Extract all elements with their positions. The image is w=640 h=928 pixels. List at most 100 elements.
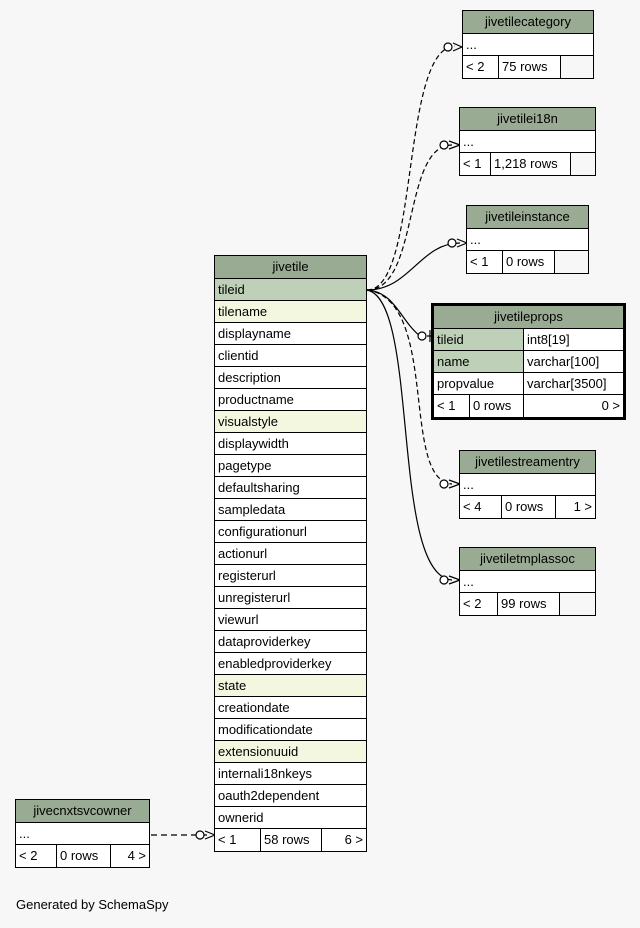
table-footer: < 4 0 rows 1 >	[460, 496, 595, 518]
column-viewurl[interactable]: viewurl	[215, 609, 366, 631]
edge-jivetileprops	[366, 289, 421, 337]
column-creationdate[interactable]: creationdate	[215, 697, 366, 719]
column-ownerid[interactable]: ownerid	[215, 807, 366, 829]
children-count	[561, 56, 593, 78]
children-count[interactable]: 0 >	[601, 398, 620, 413]
row-count: 0 rows	[503, 251, 555, 273]
table-footer: < 1 0 rows	[467, 251, 588, 273]
children-count	[571, 153, 595, 175]
parents-count[interactable]: < 1	[215, 829, 261, 851]
column-visualstyle[interactable]: visualstyle	[215, 411, 366, 433]
row-count: 1,218 rows	[491, 153, 571, 175]
column-configurationurl[interactable]: configurationurl	[215, 521, 366, 543]
children-count[interactable]: 1 >	[573, 499, 592, 514]
row-count: 0 rows	[57, 845, 111, 867]
column-modificationdate[interactable]: modificationdate	[215, 719, 366, 741]
edge-jivetilei18n	[366, 144, 453, 291]
column-productname[interactable]: productname	[215, 389, 366, 411]
edge-end-circle	[195, 830, 205, 840]
table-ellipsis-row: ...	[460, 571, 595, 593]
table-jivecnxtsvcowner[interactable]: jivecnxtsvcowner ... < 2 0 rows 4 >	[15, 799, 150, 868]
crowfoot-mark	[204, 830, 216, 840]
crowfoot-mark	[448, 479, 461, 489]
parents-count[interactable]: < 1	[467, 251, 503, 273]
edge-jivetilestreamentry	[366, 289, 453, 485]
column-tilename[interactable]: tilename	[215, 301, 366, 323]
column-oauth2dependent[interactable]: oauth2dependent	[215, 785, 366, 807]
table-header[interactable]: jivetilecategory	[463, 11, 593, 34]
table-footer: < 1 58 rows 6 >	[215, 829, 366, 851]
column-registerurl[interactable]: registerurl	[215, 565, 366, 587]
children-count	[560, 593, 595, 615]
parents-count[interactable]: < 2	[463, 56, 499, 78]
column-actionurl[interactable]: actionurl	[215, 543, 366, 565]
column-extensionuuid[interactable]: extensionuuid	[215, 741, 366, 763]
parents-count[interactable]: < 1	[434, 395, 470, 417]
table-header[interactable]: jivecnxtsvcowner	[16, 800, 149, 823]
row-count: 0 rows	[470, 395, 524, 417]
column-displayname[interactable]: displayname	[215, 323, 366, 345]
table-jivetileprops[interactable]: jivetileprops tileid int8[19] name varch…	[431, 303, 626, 420]
children-count[interactable]: 4 >	[127, 848, 146, 863]
column-unregisterurl[interactable]: unregisterurl	[215, 587, 366, 609]
table-column-row[interactable]: name varchar[100]	[434, 351, 623, 373]
column-defaultsharing[interactable]: defaultsharing	[215, 477, 366, 499]
table-footer: < 2 75 rows	[463, 56, 593, 78]
column-tileid[interactable]: tileid	[215, 279, 366, 301]
table-header[interactable]: jivetiletmplassoc	[460, 548, 595, 571]
table-column-row[interactable]: tileid int8[19]	[434, 329, 623, 351]
row-count: 99 rows	[498, 593, 560, 615]
column-sampledata[interactable]: sampledata	[215, 499, 366, 521]
table-header[interactable]: jivetilestreamentry	[460, 451, 595, 474]
column-name: tileid	[434, 329, 524, 350]
table-ellipsis-row: ...	[467, 229, 588, 251]
row-count: 58 rows	[261, 829, 322, 851]
column-name: name	[434, 351, 524, 372]
table-jivetilecategory[interactable]: jivetilecategory ... < 2 75 rows	[462, 10, 594, 79]
column-description[interactable]: description	[215, 367, 366, 389]
children-count[interactable]: 6 >	[344, 832, 363, 847]
column-enabledproviderkey[interactable]: enabledproviderkey	[215, 653, 366, 675]
children-count	[555, 251, 588, 273]
column-pagetype[interactable]: pagetype	[215, 455, 366, 477]
column-state[interactable]: state	[215, 675, 366, 697]
column-clientid[interactable]: clientid	[215, 345, 366, 367]
parents-count[interactable]: < 2	[16, 845, 57, 867]
table-ellipsis-row: ...	[463, 34, 593, 56]
crowfoot-mark	[452, 42, 463, 52]
column-type: varchar[3500]	[527, 376, 607, 391]
table-column-row[interactable]: propvalue varchar[3500]	[434, 373, 623, 395]
column-dataproviderkey[interactable]: dataproviderkey	[215, 631, 366, 653]
table-jivetile[interactable]: jivetile tileid tilename displayname cli…	[214, 255, 367, 852]
generated-by-label: Generated by SchemaSpy	[16, 897, 169, 912]
table-header[interactable]: jivetileinstance	[467, 206, 588, 229]
edge-end-circle	[439, 479, 449, 489]
edge-end-circle	[443, 42, 453, 52]
column-type: int8[19]	[527, 332, 570, 347]
crowfoot-mark	[448, 575, 461, 585]
crowfoot-mark	[456, 238, 468, 248]
parents-count[interactable]: < 2	[460, 593, 498, 615]
table-footer: < 2 0 rows 4 >	[16, 845, 149, 867]
edge-end-circle	[417, 331, 427, 341]
edge-end-circle	[447, 238, 457, 248]
column-internali18nkeys[interactable]: internali18nkeys	[215, 763, 366, 785]
edge-end-circle	[439, 575, 449, 585]
table-header[interactable]: jivetile	[215, 256, 366, 279]
table-header[interactable]: jivetilei18n	[460, 108, 595, 131]
table-footer: < 1 0 rows 0 >	[434, 395, 623, 417]
table-jivetileinstance[interactable]: jivetileinstance ... < 1 0 rows	[466, 205, 589, 274]
parents-count[interactable]: < 1	[460, 153, 491, 175]
table-jivetilei18n[interactable]: jivetilei18n ... < 1 1,218 rows	[459, 107, 596, 176]
table-jivetiletmplassoc[interactable]: jivetiletmplassoc ... < 2 99 rows	[459, 547, 596, 616]
column-name: propvalue	[434, 373, 524, 394]
table-header[interactable]: jivetileprops	[434, 306, 623, 329]
row-count: 0 rows	[502, 496, 556, 518]
edge-jivetilecategory	[366, 45, 456, 291]
table-ellipsis-row: ...	[16, 823, 149, 845]
edge-end-circle	[439, 140, 449, 150]
column-displaywidth[interactable]: displaywidth	[215, 433, 366, 455]
table-jivetilestreamentry[interactable]: jivetilestreamentry ... < 4 0 rows 1 >	[459, 450, 596, 519]
parents-count[interactable]: < 4	[460, 496, 502, 518]
